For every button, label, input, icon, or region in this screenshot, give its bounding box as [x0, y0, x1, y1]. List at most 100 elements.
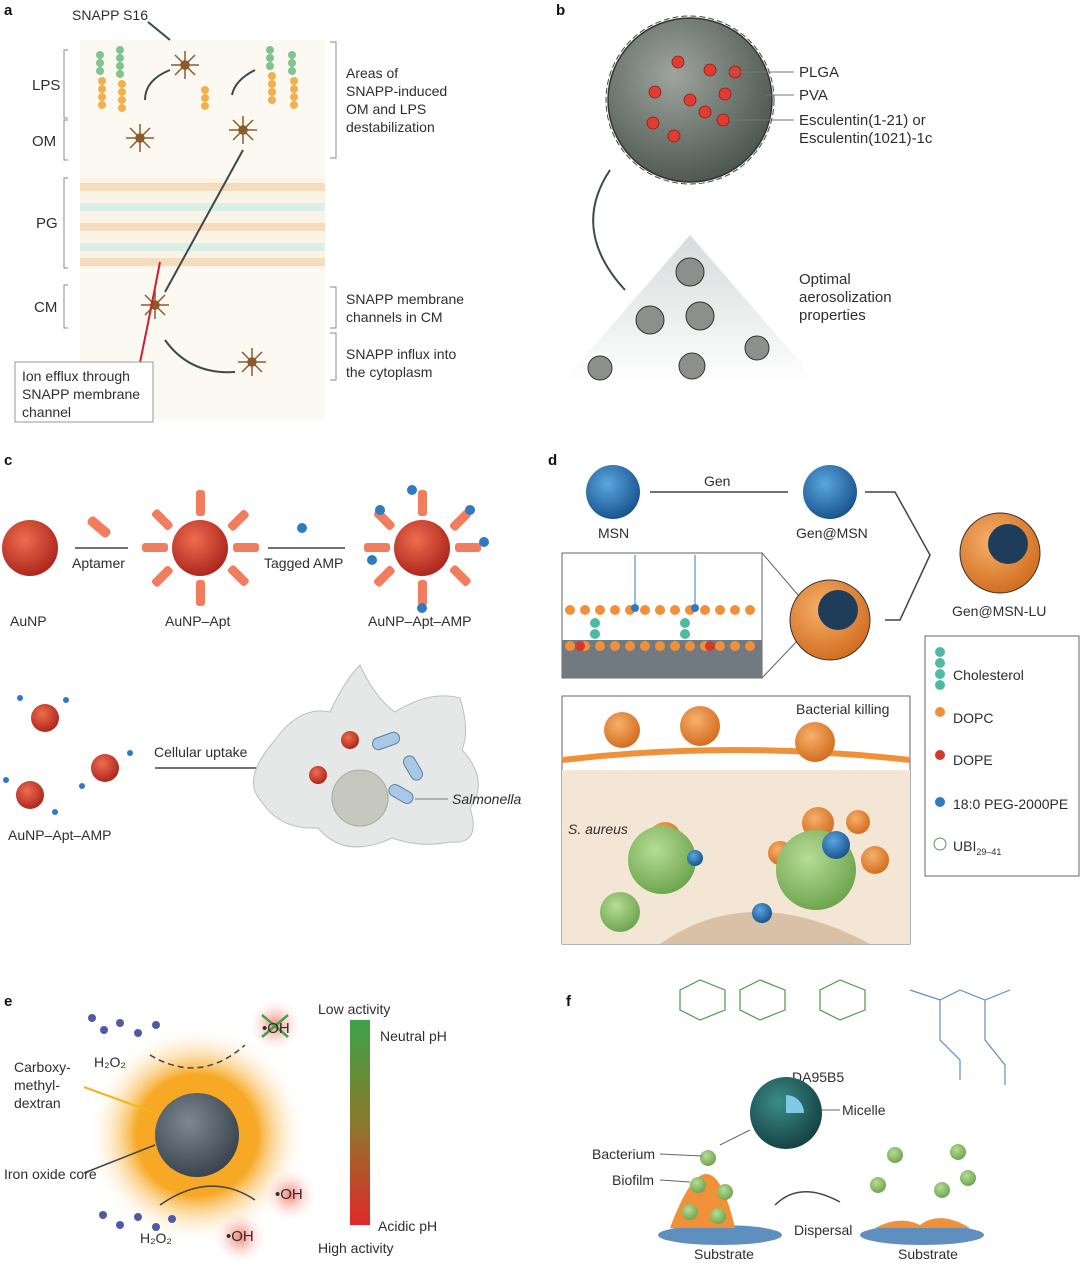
- panel-c-diagram: AuNP Aptamer AuNP–Apt Tagged AMP AuNP–Ap…: [2, 485, 521, 848]
- micelle-zoom-line: [719, 1129, 751, 1146]
- neutral-arrow: [149, 1044, 246, 1069]
- panel-c-label: c: [4, 452, 13, 469]
- panel-e-diagram: •OH •OH •OH H₂O₂ H₂O₂ Carboxy- methyl- d…: [4, 997, 447, 1265]
- layer-om: OM: [32, 133, 56, 150]
- msn-particle: [586, 465, 640, 519]
- killing-msn-1: [687, 850, 703, 866]
- destab-note-1: Areas of: [346, 65, 398, 81]
- bilayer-cholesterol: [590, 618, 690, 639]
- label-pva: PVA: [799, 87, 828, 104]
- small-amp-particles: [3, 695, 133, 815]
- core-leader: [83, 1144, 156, 1174]
- gen-msn-lu-core: [988, 524, 1028, 564]
- acidic-arrow: [159, 1185, 256, 1206]
- merge-arrow: [865, 491, 931, 621]
- aerosol-note-3: properties: [799, 307, 866, 324]
- cholesterol-icon: [935, 647, 945, 690]
- host-nucleus: [660, 912, 870, 944]
- efflux-note-3: channel: [22, 404, 71, 420]
- panel-e-label: e: [4, 993, 13, 1010]
- destab-note-2: SNAPP-induced: [346, 83, 447, 99]
- layer-pg: PG: [36, 215, 58, 232]
- snapp-label: SNAPP S16: [72, 7, 148, 23]
- gen-msn-lu-label: Gen@MSN-LU: [952, 603, 1046, 619]
- legend-peg: 18:0 PEG-2000PE: [953, 796, 1068, 812]
- liposome-zoom-core: [818, 590, 858, 630]
- macrophage-cell: [253, 664, 479, 848]
- oh-neutral: •OH: [262, 1020, 290, 1037]
- peptide-dots: [646, 55, 742, 143]
- lps-layer: [96, 46, 298, 112]
- msn-label: MSN: [598, 525, 629, 541]
- panel-b-diagram: PLGA PVA Esculentin(1-21) or Esculentin(…: [560, 15, 933, 385]
- legend-box: [924, 635, 1080, 877]
- aptamer-icon: [87, 516, 111, 538]
- destab-note-3: OM and LPS: [346, 101, 426, 117]
- neutral-ph-label: Neutral pH: [380, 1028, 447, 1044]
- iron-oxide-core: [155, 1093, 239, 1177]
- biofilm-label: Biofilm: [612, 1172, 654, 1188]
- peg-icon: [935, 797, 945, 807]
- dope-icon: [935, 750, 945, 760]
- ph-activity-bar: [350, 1020, 370, 1225]
- aptamer-label: Aptamer: [72, 555, 125, 571]
- acidic-ph-label: Acidic pH: [378, 1218, 437, 1234]
- aunp-apt-amp-particle: [364, 485, 489, 613]
- panel-d-label: d: [548, 452, 558, 469]
- legend-ubi: UBI29–41: [953, 838, 1001, 857]
- influx-note-2: the cytoplasm: [346, 364, 432, 380]
- amp-label: AuNP–Apt–AMP: [368, 613, 472, 629]
- dispersed-bacteria: [870, 1144, 976, 1198]
- cell-nucleus: [331, 769, 389, 827]
- legend-dope: DOPE: [953, 752, 993, 768]
- label-plga: PLGA: [799, 64, 839, 81]
- uptake-particle-2: [309, 766, 327, 784]
- influx-note-1: SNAPP influx into: [346, 346, 456, 362]
- s-aureus-1: [628, 826, 696, 894]
- uptake-particle-1: [341, 731, 359, 749]
- s-aureus-3: [600, 892, 640, 932]
- substrate-left-label: Substrate: [694, 1246, 754, 1262]
- carboxy-label-3: dextran: [14, 1095, 61, 1111]
- destab-note-4: destabilization: [346, 119, 435, 135]
- oh-cross-2: [261, 1014, 289, 1038]
- efflux-note-1: Ion efflux through: [22, 368, 130, 384]
- panel-d-diagram: MSN Gen Gen@MSN Gen@MSN-LU Bacterial kil…: [561, 465, 1080, 945]
- panel-a-label: a: [4, 2, 13, 19]
- aunp-particle: [2, 520, 58, 576]
- s-aureus-label: S. aureus: [568, 821, 628, 837]
- killing-membrane: [561, 747, 911, 763]
- dextran-structure: [679, 979, 866, 1021]
- salmonella-label: Salmonella: [452, 791, 521, 807]
- killing-msn-2: [822, 831, 850, 859]
- tagged-amp-label: Tagged AMP: [264, 555, 343, 571]
- snapp-arrows: [144, 21, 256, 374]
- h2o2-molecules: [88, 1014, 176, 1231]
- oh-acidic-cloud-1: [262, 1167, 318, 1223]
- oh-acidic-1: •OH: [275, 1186, 303, 1203]
- layer-brackets: [63, 41, 337, 381]
- biofilm-bacteria: [682, 1150, 733, 1224]
- panel-a-diagram: SNAPP S16 LPS OM PG CM Areas of SNAPP-in…: [14, 7, 464, 423]
- aerosol-note-2: aerosolization: [799, 289, 892, 306]
- oh-acidic-2: •OH: [226, 1228, 254, 1245]
- legend-cholesterol: Cholesterol: [953, 667, 1024, 683]
- pva-shell: [605, 15, 775, 185]
- aerosol-arrow: [592, 169, 626, 291]
- label-esculentin-1: Esculentin(1-21) or: [799, 112, 926, 129]
- zoom-line-1: [761, 552, 799, 596]
- micelle-core: [786, 1095, 804, 1113]
- channels-note-1: SNAPP membrane: [346, 291, 464, 307]
- panel-b-label: b: [556, 2, 566, 19]
- h2o2-acidic: H₂O₂: [140, 1230, 172, 1246]
- aerosol-note-1: Optimal: [799, 271, 851, 288]
- label-esculentin-2: Esculentin(1021)-1c: [799, 130, 933, 147]
- substrate-right-label: Substrate: [898, 1246, 958, 1262]
- panel-f-diagram: DA95B5 Micelle Bacterium Biofilm Dispers…: [592, 979, 1011, 1262]
- snapp-stars: [126, 51, 266, 376]
- gen-label: Gen: [704, 473, 730, 489]
- killing-msn-3: [752, 903, 772, 923]
- dispersal-arrow: [774, 1190, 841, 1206]
- component-leaders: [725, 71, 794, 121]
- dispersal-label: Dispersal: [794, 1222, 852, 1238]
